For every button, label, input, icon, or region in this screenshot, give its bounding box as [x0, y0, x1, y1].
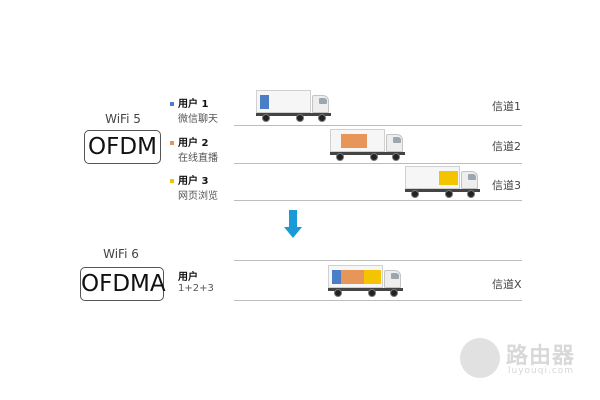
channel-x-label: 信道X	[492, 278, 522, 291]
user-3-color-dot	[170, 179, 174, 183]
user-1-label: 用户 1 微信聊天	[170, 95, 218, 125]
lane-line-2	[234, 163, 522, 164]
user-2-label: 用户 2 在线直播	[170, 134, 218, 164]
lane-line-3	[234, 200, 522, 201]
down-arrow-icon	[284, 210, 302, 240]
user-2-desc: 在线直播	[178, 153, 218, 164]
channel-3-label: 信道3	[492, 179, 521, 192]
truck-trailer	[328, 265, 383, 288]
ofdma-protocol-box: OFDMA	[80, 267, 166, 301]
watermark-sub: luyouqi.com	[508, 366, 575, 376]
watermark-text: 路由器	[506, 344, 576, 369]
user-1-desc: 微信聊天	[178, 114, 218, 125]
watermark: 路由器 luyouqi.com	[460, 336, 592, 382]
user-2-color-dot	[170, 141, 174, 145]
wifi6-label: WiFi 6	[103, 247, 139, 261]
truck-cab	[461, 171, 478, 189]
truck-user-2	[330, 129, 405, 161]
truck-trailer	[405, 166, 460, 189]
truck-cab	[384, 270, 401, 288]
user-3-label: 用户 3 网页浏览	[170, 172, 218, 202]
combined-user-desc: 1+2+3	[178, 283, 214, 294]
ofdma-lane-top	[234, 260, 522, 261]
router-logo-icon	[460, 338, 500, 378]
user-3-desc: 网页浏览	[178, 191, 218, 202]
cargo-user-3	[364, 270, 381, 284]
truck-user-1	[256, 90, 331, 122]
cargo-user-3	[439, 171, 458, 185]
combined-user-title: 用户	[178, 272, 198, 283]
truck-cab	[312, 95, 329, 113]
wifi5-label: WiFi 5	[105, 112, 141, 126]
combined-user-label: 用户 1+2+3	[178, 268, 214, 294]
ofdma-lane-bottom	[234, 300, 522, 301]
channel-2-label: 信道2	[492, 140, 521, 153]
channel-1-label: 信道1	[492, 100, 521, 113]
cargo-user-1	[260, 95, 269, 109]
cargo-user-1	[332, 270, 341, 284]
truck-cab	[386, 134, 403, 152]
user-2-title: 用户 2	[178, 138, 209, 149]
cargo-user-2	[341, 270, 364, 284]
truck-trailer	[256, 90, 311, 113]
user-1-title: 用户 1	[178, 99, 209, 110]
truck-combined	[328, 265, 403, 297]
truck-user-3	[405, 166, 480, 198]
ofdm-protocol-box: OFDM	[84, 130, 161, 164]
cargo-user-2	[341, 134, 367, 148]
truck-trailer	[330, 129, 385, 152]
user-1-color-dot	[170, 102, 174, 106]
user-3-title: 用户 3	[178, 176, 209, 187]
lane-line-1	[234, 125, 522, 126]
